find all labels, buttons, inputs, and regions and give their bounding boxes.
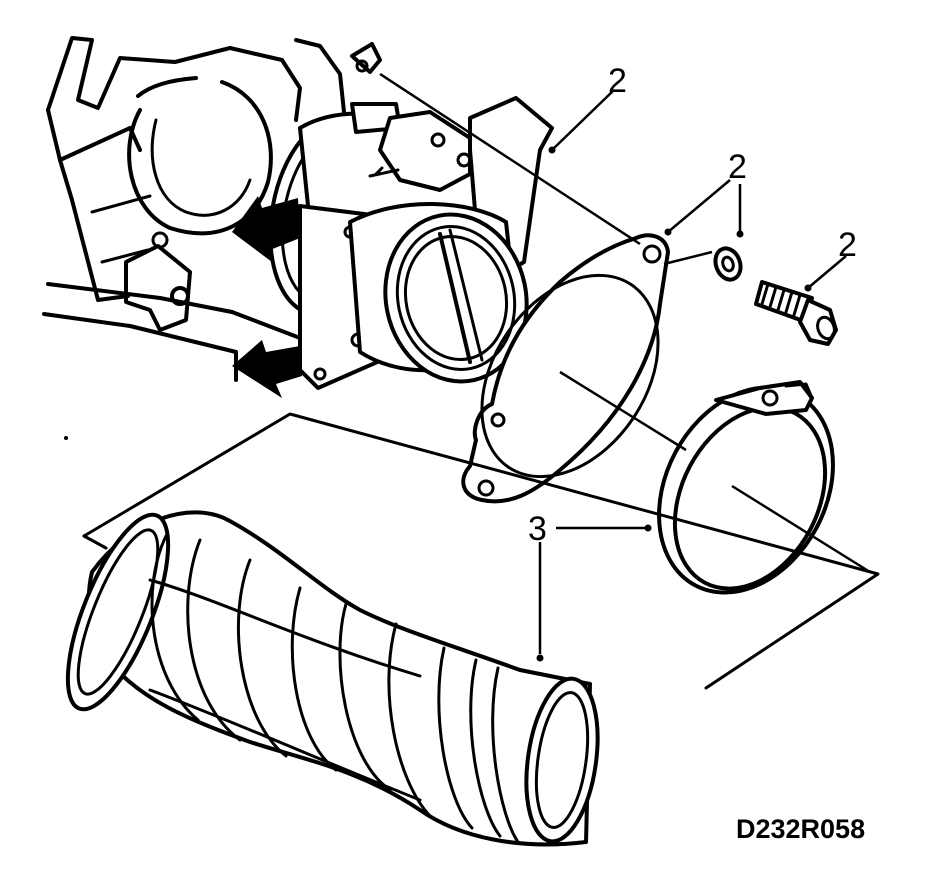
alignment-lines [379, 72, 871, 574]
callout-3-clamp: 3 [528, 510, 547, 548]
callout-2-washer: 2 [728, 148, 747, 186]
hose-clamp [657, 380, 835, 595]
figure-reference-code: D232R058 [736, 814, 865, 844]
air-mass-meter [268, 96, 554, 390]
callout-2-gasket-screw: 2 [608, 62, 627, 100]
removal-arrows [232, 196, 302, 398]
callout-2-bolt: 2 [838, 226, 857, 264]
bolt [754, 280, 838, 346]
hose-group-outline [82, 412, 880, 690]
lower-arrow-icon [232, 340, 302, 398]
washer [713, 246, 743, 282]
engine-bracket [42, 36, 382, 440]
intake-hose [65, 510, 600, 847]
callouts: 2 2 2 3 [528, 62, 857, 548]
leader-lines [536, 89, 847, 662]
upper-arrow-icon [232, 196, 300, 262]
